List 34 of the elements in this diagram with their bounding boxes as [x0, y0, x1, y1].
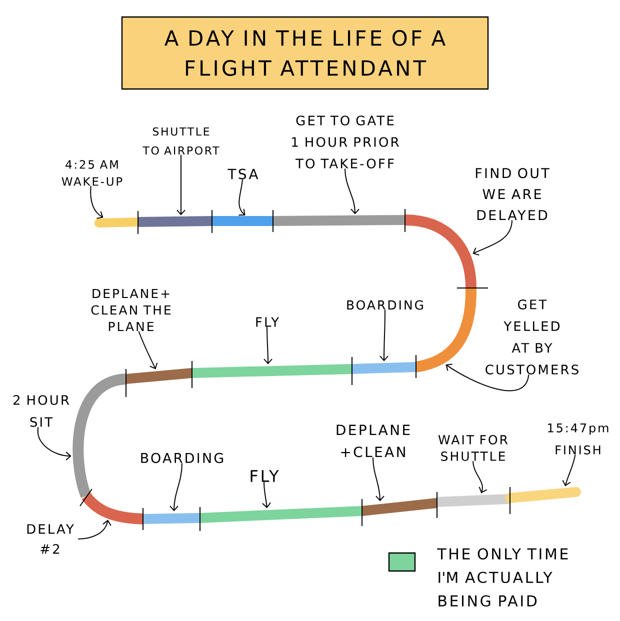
- arrow: [262, 482, 271, 508]
- callout-label: FLY: [256, 317, 280, 327]
- callout-label: 4:25 AM WAKE-UP: [62, 160, 122, 186]
- callout-label: TSA: [228, 168, 258, 180]
- callout-label: FLY: [250, 470, 279, 482]
- arrow: [372, 456, 384, 502]
- legend-text: THE ONLY TIME I'M ACTUALLY BEING PAID: [437, 548, 568, 607]
- callout-label: GET YELLED AT BY CUSTOMERS: [486, 300, 578, 374]
- arrow: [264, 326, 272, 364]
- callout-label: SHUTTLE TO AIRPORT: [142, 127, 220, 155]
- arrow: [176, 154, 186, 216]
- arrow: [472, 220, 512, 256]
- arrow: [562, 454, 576, 486]
- arrow: [380, 309, 388, 362]
- arrow: [472, 460, 488, 494]
- callout-label: DEPLANE +CLEAN: [336, 424, 410, 458]
- arrow: [78, 520, 112, 540]
- callout-label: DELAY #2: [27, 524, 74, 554]
- arrow: [446, 364, 530, 392]
- callout-label: WAIT FOR SHUTTLE: [438, 435, 508, 461]
- callout-label: GET TO GATE 1 HOUR PRIOR TO TAKE-OFF: [292, 116, 399, 168]
- callout-label: FIND OUT WE ARE DELAYED: [476, 168, 550, 220]
- arrow: [238, 179, 246, 216]
- arrow: [37, 426, 72, 460]
- callout-label: DEPLANE+ CLEAN THE PLANE: [91, 288, 171, 332]
- callout-label: 2 HOUR SIT: [13, 395, 70, 427]
- callout-label: BOARDING: [141, 452, 224, 464]
- arrow: [138, 330, 158, 370]
- arrow: [170, 462, 182, 512]
- arrow: [90, 186, 104, 219]
- title-box: A DAY IN THE LIFE OF A FLIGHT ATTENDANT: [121, 16, 489, 90]
- callout-label: 15:47pm FINISH: [548, 424, 608, 454]
- arrow: [344, 168, 360, 214]
- callout-label: BOARDING: [347, 300, 423, 310]
